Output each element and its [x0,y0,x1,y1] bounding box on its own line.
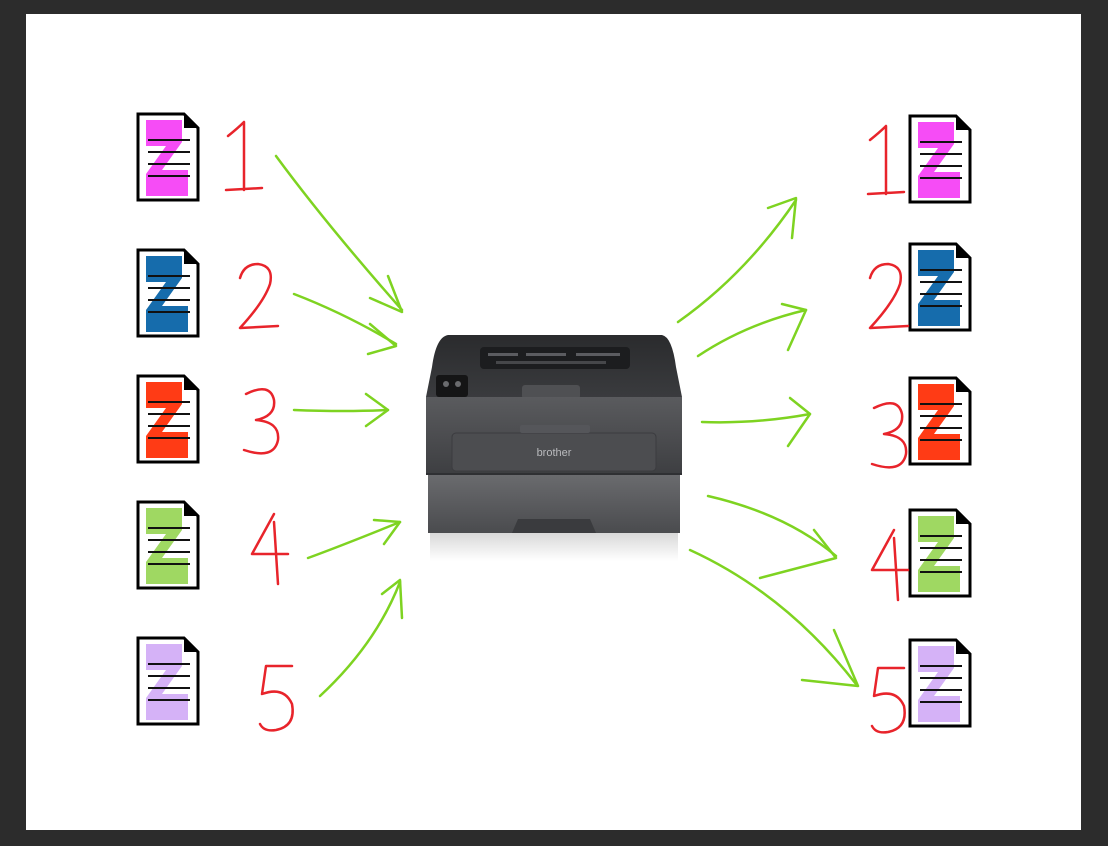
output-arrow-4 [706,494,838,558]
output-document-1 [908,114,972,204]
doc-fold [184,250,198,264]
input-arrow-5-head [380,578,404,620]
output-arrow-3 [700,412,812,424]
output-label-5-text: 5 [888,705,889,707]
printer-buttons [436,375,468,397]
output-label-3 [870,401,908,469]
output-document-3 [908,376,972,466]
output-label-2-text: 2 [886,301,887,303]
input-arrow-4 [306,520,402,560]
input-arrow-3-head [364,392,390,428]
input-arrow-5 [318,580,402,698]
input-arrow-1-head [368,274,404,314]
input-arrow-1 [274,154,404,312]
input-label-5-text: 5 [276,703,277,705]
output-arrow-5-head [800,628,860,688]
output-document-5 [908,638,972,728]
printer-icon: brother [426,335,682,561]
doc-fold [184,114,198,128]
printer-panel [480,347,630,369]
input-arrow-2-head [366,322,398,356]
printer-output-slot [522,385,580,399]
output-label-4 [870,528,910,602]
output-document-2 [908,242,972,332]
input-label-3-text: 3 [260,425,261,427]
input-label-3 [242,387,280,455]
doc-fold [956,378,970,392]
input-label-2-text: 2 [256,301,257,303]
output-label-3-text: 3 [888,439,889,441]
output-document-4 [908,508,972,598]
input-document-3 [136,374,200,464]
doc-fold [184,376,198,390]
doc-fold [956,640,970,654]
output-arrow-3-head [786,396,812,448]
input-document-1 [136,112,200,202]
input-label-5 [258,664,294,732]
doc-fold [956,510,970,524]
input-document-2 [136,248,200,338]
doc-fold [956,116,970,130]
input-document-4 [136,500,200,590]
output-arrow-1 [676,198,798,324]
doc-fold [956,244,970,258]
output-arrow-5 [688,548,858,686]
output-arrow-2-head [780,302,808,352]
printer-reflection [430,533,678,561]
output-arrow-2 [696,308,808,358]
printer-brand-label: brother [537,447,572,459]
doc-fold [184,502,198,516]
input-arrow-3 [292,408,390,413]
output-label-5 [870,666,906,734]
input-label-1 [224,120,264,192]
input-document-5 [136,636,200,726]
output-arrow-4-head [758,528,838,580]
input-arrow-4-head [372,518,402,546]
output-label-1 [866,124,906,196]
input-label-4 [250,512,290,586]
output-arrow-1-head [766,196,798,240]
output-label-2 [868,262,910,330]
input-label-2 [238,262,280,330]
doc-fold [184,638,198,652]
